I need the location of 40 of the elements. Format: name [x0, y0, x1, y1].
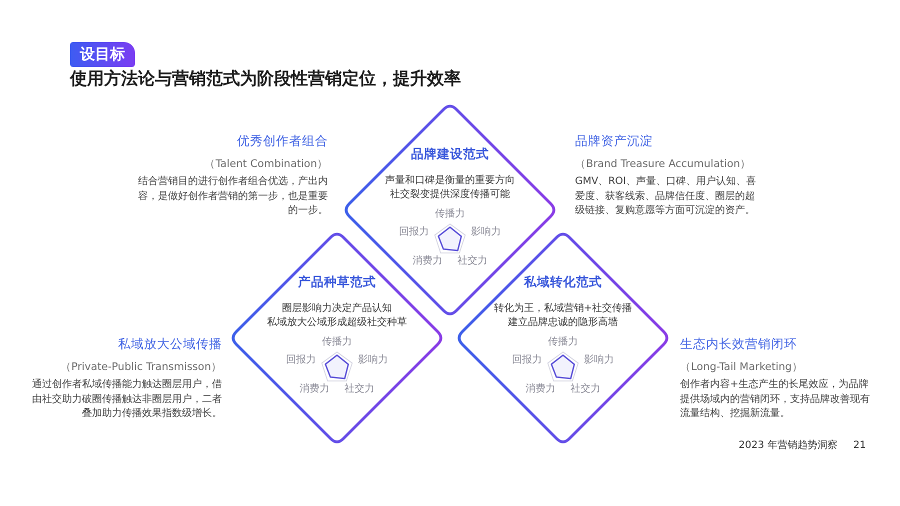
radar-axis-label: 传播力: [435, 208, 465, 220]
english-subtitle: （Private-Public Transmisson）: [60, 360, 222, 374]
description-text: 结合营销目的进行创作者组合优选，产出内容，是做好创作者营销的第一步，也是重要的一步。: [137, 175, 328, 218]
radar-axis-label: 消费力: [300, 384, 330, 395]
radar-axis-label: 影响力: [358, 354, 388, 366]
description-text: 创作者内容+生态产生的长尾效应，为品牌提供场域内的营销闭环，支持品牌改善现有流量结构、挖掘新流量。: [680, 378, 871, 421]
page-number: 21: [853, 439, 866, 452]
radar-axis-label: 消费力: [412, 256, 443, 267]
paradigm-title: 产品种草范式: [298, 274, 376, 290]
section-heading: 私域放大公域传播: [118, 336, 222, 352]
radar-axis-label: 影响力: [471, 226, 502, 238]
paradigm-title: 品牌建设范式: [411, 146, 489, 162]
radar-axis-label: 社交力: [344, 384, 374, 395]
description-text: 通过创作者私域传播能力触达圈层用户，借由社交助力破圈传播触达非圈层用户，二者叠加助力传播效果指数级增长。: [31, 378, 222, 421]
english-subtitle: （Brand Treasure Accumulation）: [575, 157, 752, 171]
radar-axis-label: 回报力: [286, 354, 316, 366]
section-heading: 品牌资产沉淀: [575, 133, 653, 149]
report-title: 2023 年营销趋势洞察: [738, 439, 838, 452]
description-text: GMV、ROI、声量、口碑、用户认知、喜爱度、获客线索、品牌信任度、圈层的超级链接、复购意愿等方面可沉淀的资产。: [575, 175, 757, 218]
radar-axis-label: 消费力: [526, 384, 556, 395]
paradigm-description: 转化为王，私域营销+社交传播: [494, 302, 632, 315]
section-heading: 生态内长效营销闭环: [680, 336, 797, 352]
radar-axis-label: 传播力: [548, 336, 578, 348]
radar-axis-label: 社交力: [570, 384, 600, 395]
radar-axis-label: 影响力: [584, 354, 614, 366]
paradigm-description: 圈层影响力决定产品认知: [282, 302, 392, 315]
radar-axis-label: 回报力: [398, 226, 429, 238]
paradigm-description: 建立品牌忠诚的隐形高墙: [508, 316, 618, 329]
paradigm-description: 私域放大公域形成超级社交种草: [267, 316, 407, 329]
paradigm-description: 声量和口碑是衡量的重要方向: [385, 174, 515, 187]
page-title: 使用方法论与营销范式为阶段性营销定位，提升效率: [70, 68, 461, 90]
paradigm-title: 私域转化范式: [524, 274, 602, 290]
radar-axis-label: 回报力: [512, 354, 542, 366]
section-heading: 优秀创作者组合: [237, 133, 328, 149]
paradigm-description: 社交裂变提供深度传播可能: [390, 188, 510, 201]
radar-axis-label: 传播力: [322, 336, 352, 348]
section-tag: 设目标: [70, 42, 135, 67]
english-subtitle: （Talent Combination）: [204, 157, 328, 171]
english-subtitle: （Long-Tail Marketing）: [680, 360, 803, 374]
radar-axis-label: 社交力: [457, 256, 488, 267]
